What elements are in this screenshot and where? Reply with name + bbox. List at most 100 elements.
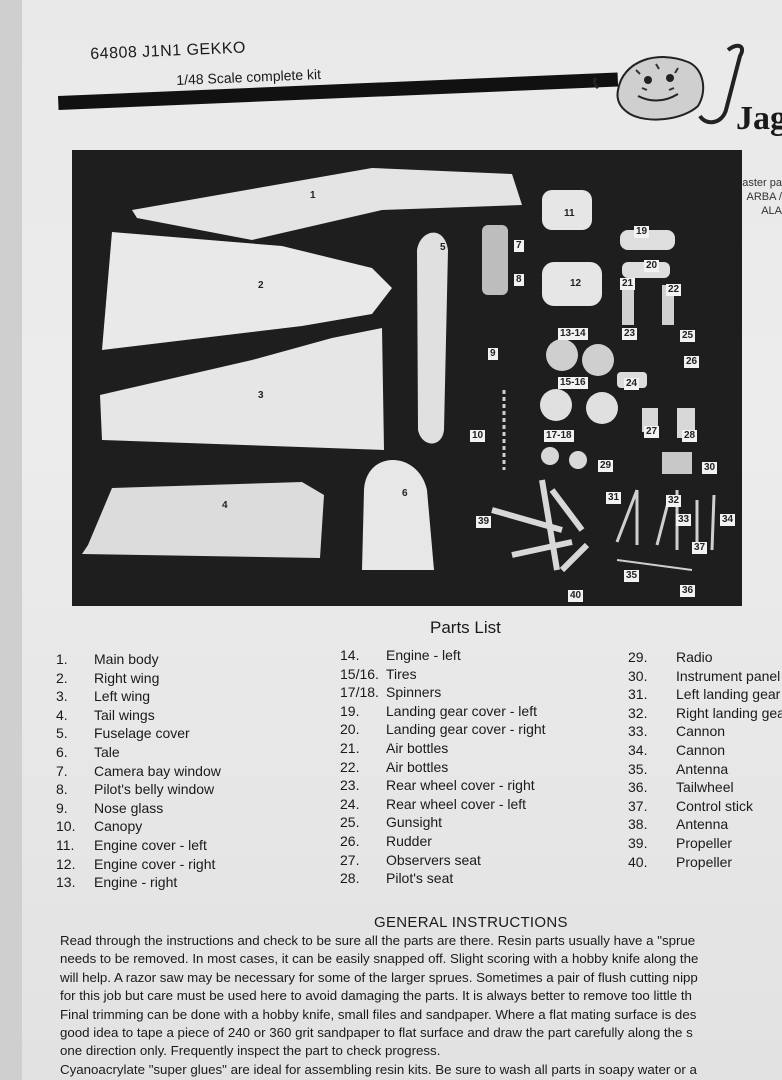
- parts-list-item: 30.Instrument panel: [628, 667, 782, 686]
- part-number: 35.: [628, 760, 648, 777]
- part-name: Tale: [94, 743, 120, 760]
- background-edge: [0, 0, 22, 1080]
- part-number: 24.: [340, 795, 360, 812]
- parts-list-item: 6.Tale: [56, 743, 221, 762]
- part-number: 4.: [56, 706, 68, 723]
- part-number: 7.: [56, 762, 68, 779]
- part-name: Nose glass: [94, 799, 164, 816]
- part-name: Main body: [94, 651, 159, 667]
- part-number: 31.: [628, 686, 648, 703]
- photo-label: 11: [564, 208, 575, 219]
- part-name: Engine cover - left: [94, 836, 207, 853]
- parts-list-item: 3.Left wing: [56, 687, 221, 706]
- part-number: 3.: [56, 688, 68, 705]
- instruction-line: Read through the instructions and check …: [60, 933, 696, 948]
- parts-list-item: 28.Pilot's seat: [340, 869, 546, 888]
- parts-list-item: 7. Camera bay window: [56, 762, 221, 781]
- part-name: Air bottles: [386, 758, 449, 775]
- part-engine-cover-right: [542, 262, 602, 306]
- part-name: Right landing gea: [676, 704, 782, 721]
- part-name: Instrument panel: [676, 667, 781, 684]
- parts-list-item: 4. Tail wings: [56, 706, 221, 725]
- part-name: Rudder: [386, 832, 432, 849]
- photo-label: 33: [676, 514, 692, 526]
- part-number: 40.: [628, 853, 648, 870]
- parts-list-item: 24.Rear wheel cover - left: [340, 795, 546, 814]
- instruction-line: one direction only. Frequently inspect t…: [60, 1043, 441, 1059]
- photo-label: 9: [488, 348, 498, 360]
- general-instructions-text: Read through the instructions and check …: [60, 932, 782, 1079]
- part-number: 39.: [628, 834, 648, 851]
- photo-label: 17-18: [544, 430, 574, 442]
- part-name: Tail wings: [94, 706, 155, 723]
- instruction-line: for this job but care must be used here …: [60, 988, 692, 1004]
- parts-list-item: 8.Pilot's belly window: [56, 780, 221, 799]
- photo-label: 2: [258, 280, 264, 291]
- part-name: Radio: [676, 649, 713, 665]
- part-name: Engine - right: [94, 874, 178, 891]
- part-number: 10.: [56, 818, 76, 835]
- photo-label: 34: [720, 514, 736, 526]
- part-fuselage-cover: [417, 232, 448, 444]
- part-number: 5.: [56, 725, 68, 742]
- part-name: Rear wheel cover - right: [386, 777, 535, 794]
- master-credit: Master pa ARBA / ALA: [724, 176, 782, 218]
- photo-label: 15-16: [558, 377, 588, 389]
- parts-list-item: 29.Radio: [628, 648, 782, 667]
- part-name: Air bottles: [386, 739, 449, 756]
- parts-list-item: 9. Nose glass: [56, 799, 221, 818]
- part-name: Antenna: [676, 816, 729, 833]
- photo-label: 29: [598, 460, 614, 472]
- part-name: Landing gear cover - left: [386, 702, 537, 719]
- part-name: Camera bay window: [94, 762, 221, 779]
- brand-name: Jagu: [736, 100, 782, 137]
- parts-list-item: 15/16.Tires: [340, 665, 546, 684]
- part-name: Cannon: [676, 723, 726, 740]
- photo-label: 28: [682, 430, 698, 442]
- part-number: 26.: [340, 832, 360, 849]
- part-number: 32.: [628, 704, 648, 721]
- part-name: Landing gear cover - right: [386, 721, 546, 738]
- jaguar-head-icon: [592, 43, 745, 125]
- parts-list-item: 37. Control stick: [628, 797, 782, 816]
- part-number: 20.: [340, 721, 360, 738]
- photo-label: 8: [514, 274, 524, 286]
- part-number: 9.: [56, 799, 68, 816]
- part-number: 19.: [340, 702, 360, 719]
- part-number: 12.: [56, 855, 76, 872]
- part-number: 22.: [340, 758, 360, 775]
- photo-label: 24: [624, 378, 640, 390]
- master-line-1: Master pa: [733, 177, 782, 189]
- parts-list-item: 11.Engine cover - left: [56, 836, 221, 855]
- instruction-line: good idea to tape a piece of 240 or 360 …: [60, 1024, 693, 1040]
- parts-photo: 1 2 3 4 5 6 7 8 9 10 11 12 13-14 15-16 1…: [72, 150, 742, 606]
- photo-label: 13-14: [558, 328, 588, 340]
- photo-label: 21: [620, 278, 636, 290]
- instruction-line: needs to be removed. In most cases, it c…: [60, 951, 699, 967]
- part-name: Control stick: [676, 797, 754, 814]
- photo-label: 36: [680, 585, 696, 597]
- parts-list-item: 22. Air bottles: [340, 758, 546, 777]
- part-name: Gunsight: [386, 814, 443, 831]
- photo-label: 26: [684, 356, 700, 368]
- photo-label: 35: [624, 570, 640, 582]
- master-line-2: ARBA / ALA: [746, 191, 782, 217]
- part-engine-cover-left: [542, 190, 592, 230]
- photo-label: 25: [680, 330, 696, 342]
- photo-label: 23: [622, 328, 638, 340]
- parts-list-item: 1. Main body: [56, 650, 221, 669]
- parts-list-item: 26. Rudder: [340, 832, 546, 851]
- part-number: 37.: [628, 797, 648, 814]
- parts-list-item: 34.Cannon: [628, 741, 782, 760]
- parts-list-item: 32. Right landing gea: [628, 704, 782, 723]
- part-number: 36.: [628, 779, 648, 796]
- photo-label: 39: [476, 516, 492, 528]
- parts-list-item: 10.Canopy: [56, 817, 221, 836]
- photo-label: 27: [644, 426, 660, 438]
- part-main-body: [132, 168, 522, 240]
- parts-list-title: Parts List: [430, 618, 501, 637]
- parts-list-item: 36.Tailwheel: [628, 778, 782, 797]
- parts-list-item: 13.Engine - right: [56, 873, 221, 892]
- part-number: 1.: [56, 651, 68, 667]
